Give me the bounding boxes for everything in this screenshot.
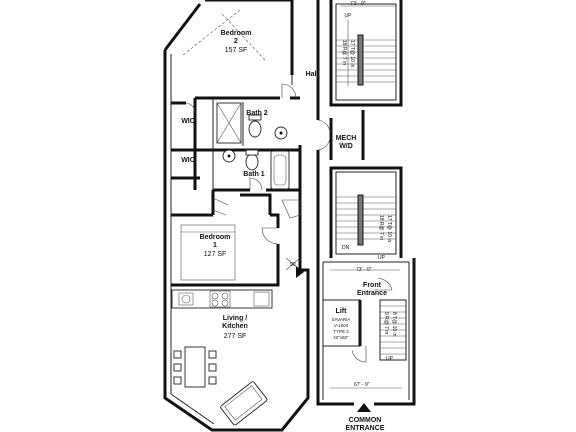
bedroom1-door-swing	[261, 227, 279, 245]
bottom-dim: 67' - 9"	[354, 382, 370, 388]
dining-chair	[208, 376, 217, 385]
apartment-outer-wall	[163, 0, 310, 432]
dining-chair	[208, 350, 217, 359]
hall-label: Hall	[306, 71, 319, 78]
front-entrance-label-2: Entrance	[357, 290, 387, 297]
living-label: Living /	[223, 315, 248, 322]
upper-stair-risers: 18 R@ 7 in	[341, 40, 347, 65]
upper-stair-dim: 7'3 - 0"	[350, 1, 366, 7]
dining-chair	[208, 363, 217, 372]
entry-stair-treads	[380, 305, 406, 355]
lower-stair-walls	[329, 166, 403, 258]
dining-chair	[173, 376, 182, 385]
lower-stair-dn: DN	[342, 245, 350, 251]
lower-stair-inner	[335, 171, 397, 255]
bedroom2-dash	[182, 9, 266, 61]
upper-stair-treads-label: 17 T@ 10 in	[349, 40, 355, 67]
closet-walls	[171, 190, 272, 217]
bedroom2-area: 157 SF	[225, 47, 248, 54]
entry-stair-treads-label: 8 T@ 10 in	[391, 312, 397, 337]
closet-door	[212, 197, 229, 216]
mech-label: MECH	[336, 135, 357, 142]
upper-stair-core	[357, 34, 364, 86]
bath1-toilet	[245, 153, 259, 171]
kitchen-range	[209, 290, 231, 308]
living-sofa	[220, 381, 268, 426]
kitchen-fridge	[253, 291, 270, 307]
bedroom2-door-swing	[281, 83, 297, 99]
kitchen-sink	[178, 292, 194, 306]
lift-line3: TYPE 2	[333, 329, 349, 334]
dining-chair	[173, 363, 182, 372]
upper-stair-walls	[329, 0, 403, 107]
living-area: 277 SF	[224, 333, 247, 340]
kitchen-counter	[171, 289, 273, 309]
bath-divider	[212, 98, 244, 190]
entrance-walls	[316, 258, 416, 406]
wic-walls	[171, 101, 200, 190]
front-door-swing	[374, 277, 393, 291]
entry-dim: 73' - 0"	[356, 267, 372, 273]
entry-stair-up: UP	[386, 356, 394, 362]
bedroom1-closet-door	[281, 199, 301, 219]
common-entrance-label-2: ENTRANCE	[346, 425, 385, 432]
mech-wd-label: W/D	[339, 143, 353, 150]
bedroom1-label: Bedroom	[200, 234, 231, 241]
dining-table	[184, 346, 206, 388]
ninety-dim: 90	[290, 262, 296, 268]
bath2-walls	[193, 98, 300, 152]
lift-title: Lift	[336, 308, 348, 315]
dining-chair	[173, 350, 182, 359]
common-entrance-triangle	[357, 403, 371, 412]
bath1-tub	[270, 150, 290, 190]
lift-line4: 42"x60"	[333, 335, 349, 340]
apartment-inner-wall-line	[170, 54, 215, 425]
bedroom1-number: 1	[213, 242, 217, 249]
lift-line2: V-1504	[334, 323, 349, 328]
bedroom1-walls	[171, 213, 280, 287]
lower-stair-risers: 18 R@ 7 in	[378, 215, 384, 240]
entry-stair-risers: 9 R@ 7 in	[383, 312, 389, 335]
wic-upper-label: WIC	[181, 118, 195, 125]
front-entrance-label: Front	[363, 282, 382, 289]
bath1-door-swing	[249, 177, 263, 191]
common-entrance-label: COMMON	[349, 417, 382, 424]
entry-triangle	[296, 266, 304, 278]
lower-stair-treads-label: 17 T@ 10 in	[386, 215, 392, 242]
lift-line1: SAVARIA	[332, 317, 351, 322]
kitchen-label: Kitchen	[222, 323, 248, 330]
upper-stair-up: UP	[345, 13, 353, 19]
wic-lower-label: WIC	[181, 157, 195, 164]
bedroom2-number: 2	[234, 38, 238, 45]
lower-stair-treads	[336, 196, 396, 240]
upper-stair-treads	[336, 39, 396, 83]
bath1-label: Bath 1	[243, 171, 265, 178]
bedroom2-label: Bedroom	[221, 30, 252, 37]
wic-door-swing	[185, 102, 196, 113]
bath1-walls	[213, 150, 302, 196]
lift-door-swing	[351, 346, 367, 363]
mech-door-swing	[317, 119, 331, 151]
bedroom1-area: 127 SF	[204, 251, 227, 258]
lower-stair-core	[357, 194, 364, 246]
bath2-label: Bath 2	[246, 110, 268, 117]
lower-stair-up: UP	[378, 255, 386, 261]
mech-walls	[329, 110, 365, 160]
bath2-toilet	[248, 120, 262, 138]
bedroom1-bed	[180, 224, 236, 281]
